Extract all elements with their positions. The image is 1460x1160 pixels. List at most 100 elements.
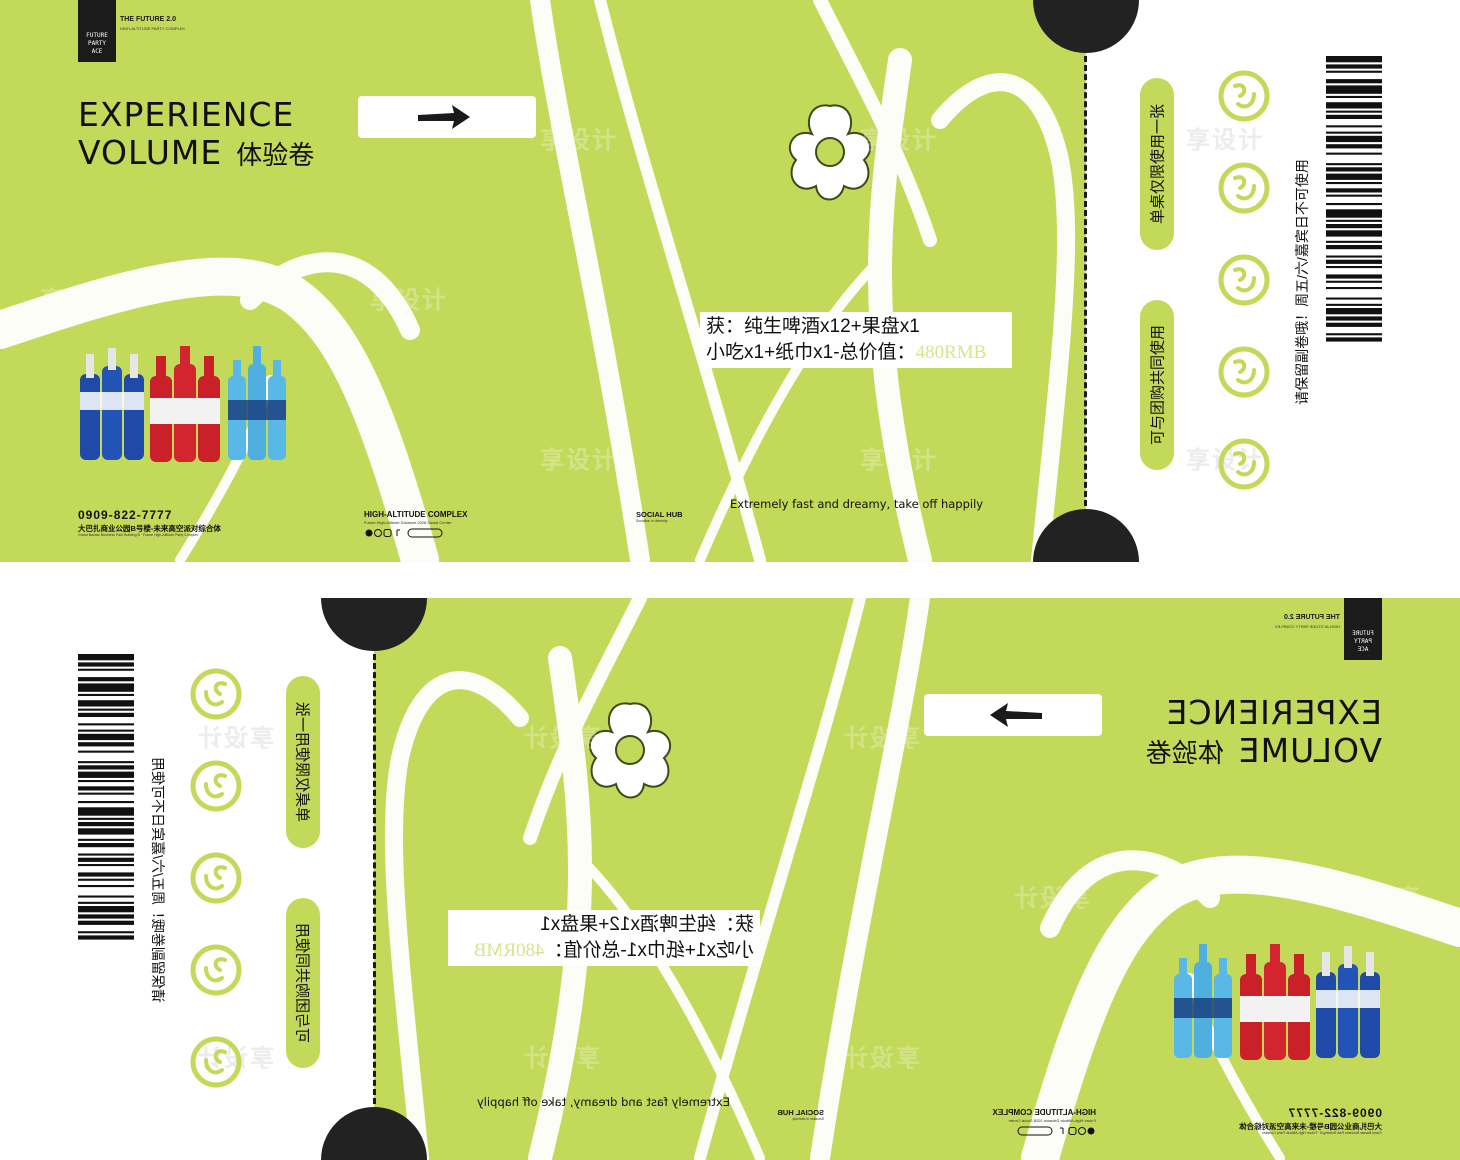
barcode-stripe	[78, 668, 134, 671]
brand-subtitle: HIGH-ALTITUDE PARTY COMPLEX	[120, 26, 186, 31]
barcode-stripe	[78, 662, 134, 667]
flower-icon	[589, 702, 671, 799]
contact-address-sub: Grand Bazaar Business Park Building B · …	[1261, 1131, 1382, 1135]
barcode-stripe	[78, 906, 134, 913]
watermark: 享设计	[196, 725, 274, 752]
barcode-stripe	[1326, 274, 1382, 279]
ticket-stub: 享设计 享设计	[0, 598, 374, 1160]
offer-price: 480RMB	[915, 342, 987, 363]
barcode-stripe	[1326, 316, 1382, 321]
barcode-stripe	[1326, 287, 1382, 290]
barcode-stripe	[78, 677, 134, 682]
stub-note: 请保留副卷哦！周五/六/嘉宾日不可使用	[1294, 159, 1310, 405]
contact-phone: 0909-822-7777	[1287, 1106, 1382, 1120]
footer-complex-sub: Future High-Altitude Distance 2028 Socia…	[1008, 1118, 1096, 1123]
barcode-stripe	[78, 742, 134, 747]
barcode-stripe	[78, 807, 134, 816]
barcode-stripe	[1326, 144, 1382, 149]
barcode-stripe	[78, 750, 134, 753]
barcode-stripe	[78, 935, 134, 940]
barcode-stripe	[1326, 79, 1382, 84]
barcode-stripe	[1326, 308, 1382, 315]
footer-tagline: Extremely fast and dreamy, take off happ…	[730, 497, 984, 511]
barcode-stripe	[78, 654, 134, 661]
barcode-stripe	[1326, 194, 1382, 197]
barcode-stripe	[1326, 64, 1382, 69]
barcode-stripe	[1326, 70, 1382, 73]
barcode-stripe	[1326, 163, 1382, 166]
rule-text-2: 可与团购共同使用	[1149, 324, 1167, 446]
smiley-icon	[1218, 254, 1270, 306]
barcode-stripe	[1326, 219, 1382, 222]
barcode-stripe	[78, 683, 134, 692]
rule-badge-2: 可与团购共同使用	[1140, 300, 1174, 470]
perforation-line	[1084, 56, 1087, 506]
smiley-icon	[190, 852, 242, 904]
smiley-icon	[1218, 70, 1270, 122]
barcode-stripe	[1326, 297, 1382, 300]
smiley-icon	[1218, 346, 1270, 398]
footer-complex-sub: Future High-Altitude Distance 2028 Socia…	[364, 520, 452, 525]
offer-line-2: 小吃x1+纸巾x1-总价值：	[706, 342, 916, 363]
arrow-badge	[924, 694, 1102, 736]
footer-hub-sub: Socialize in diversity	[636, 519, 668, 523]
arrow-right-icon	[418, 105, 470, 129]
barcode-stripe	[78, 693, 134, 696]
social-icons	[1017, 1126, 1095, 1136]
barcode-stripe	[78, 792, 134, 795]
arrow-right-icon	[990, 703, 1042, 727]
barcode-stripe	[78, 931, 134, 934]
offer-line-1: 获：纯生啤酒x12+果盘x1	[540, 914, 754, 935]
barcode-stripe	[1326, 95, 1382, 98]
beer-bottles-image	[1174, 944, 1380, 1060]
barcode-stripe	[1326, 102, 1382, 109]
smiley-icon	[190, 668, 242, 720]
offer-box: 获：纯生啤酒x12+果盘x1 小吃x1+纸巾x1-总价值：480RMB	[700, 312, 1012, 368]
barcode-stripe	[78, 885, 134, 888]
footer-complex: HIGH-ALTITUDE COMPLEX	[364, 510, 468, 519]
barcode-stripe	[1326, 230, 1382, 237]
rule-badge-1: 单桌仅限使用一张	[286, 676, 320, 848]
smiley-icon	[1218, 438, 1270, 490]
barcode-stripe	[1326, 188, 1382, 193]
barcode-stripe	[78, 857, 134, 862]
barcode-stripe	[1326, 209, 1382, 218]
barcode-stripe	[1326, 266, 1382, 269]
barcode-stripe	[1326, 203, 1382, 206]
rule-text-1: 单桌仅限使用一张	[293, 701, 311, 823]
barcode-stripe	[1326, 135, 1382, 143]
contact-address: 大巴扎商业公园B号楼-未来高空派对综合体	[78, 524, 221, 533]
barcode-stripe	[78, 822, 134, 827]
barcode-stripe	[78, 700, 134, 707]
barcode-stripe	[78, 895, 134, 898]
barcode-stripe	[78, 771, 134, 778]
barcode-stripe	[1326, 259, 1382, 264]
brush-stroke-decoration	[384, 598, 1460, 1160]
barcode-stripe	[1326, 337, 1382, 342]
barcode-stripe	[1326, 173, 1382, 180]
ticket-title: EXPERIENCE VOLUME体验卷	[1146, 693, 1382, 773]
footer-complex: HIGH-ALTITUDE COMPLEX	[992, 1108, 1096, 1117]
barcode-stripe	[1326, 131, 1382, 134]
barcode-stripe	[1326, 85, 1382, 94]
barcode-stripe	[78, 920, 134, 925]
title-cn: 体验卷	[236, 141, 315, 171]
smiley-icon	[190, 1036, 242, 1088]
barcode-stripe	[1326, 125, 1382, 128]
social-icons	[365, 528, 443, 538]
barcode-stripe	[78, 853, 134, 856]
rule-text-2: 可与团购共同使用	[293, 922, 311, 1044]
footer-tagline: Extremely fast and dreamy, take off happ…	[476, 1095, 730, 1109]
perforation-line	[373, 654, 376, 1104]
brand-logo-text: FUTURE	[86, 32, 108, 39]
barcode-stripe	[78, 733, 134, 741]
barcode-stripe	[1326, 110, 1382, 113]
barcode-stripe	[1326, 167, 1382, 172]
